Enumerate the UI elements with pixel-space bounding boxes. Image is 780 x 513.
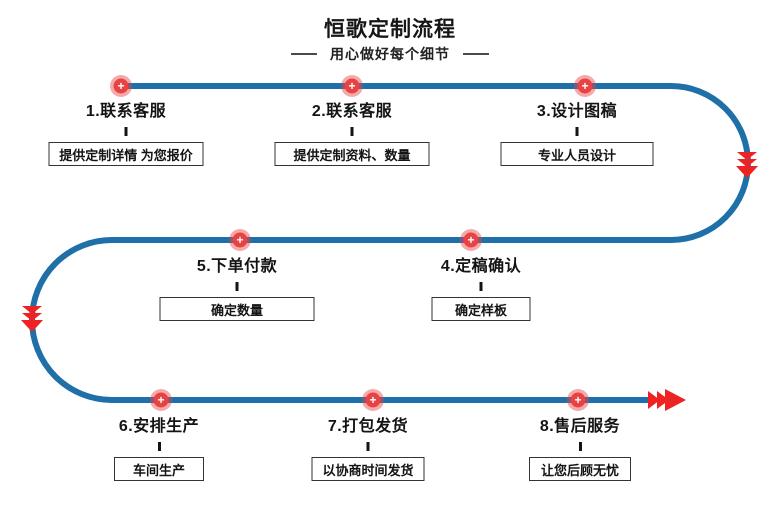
step-7: 7.打包发货 以协商时间发货: [311, 417, 425, 481]
step-3: 3.设计图稿 专业人员设计: [500, 102, 654, 166]
step-1: 1.联系客服 提供定制详情 为您报价: [48, 102, 204, 166]
step-1-label: 1.联系客服: [85, 103, 167, 120]
step-1-connector: [124, 127, 128, 136]
step-7-desc-box: 以协商时间发货: [311, 457, 425, 481]
step-5-label: 5.下单付款: [196, 258, 278, 275]
arrow-right-end-icon: [648, 389, 686, 411]
step-4-desc-box: 确定样板: [431, 297, 531, 321]
subtitle-dash-left: [291, 53, 317, 55]
step-3-desc-box: 专业人员设计: [500, 142, 654, 166]
flow-node-1: +: [110, 75, 132, 97]
step-5-desc-box: 确定数量: [159, 297, 315, 321]
step-8-connector: [578, 442, 582, 451]
plus-icon: +: [157, 393, 164, 407]
flow-node-5: +: [229, 229, 251, 251]
step-8-desc-box: 让您后顾无忧: [529, 457, 631, 481]
step-5: 5.下单付款 确定数量: [159, 257, 315, 321]
step-6-connector: [157, 442, 161, 451]
step-4-label: 4.定稿确认: [440, 258, 522, 275]
chevron-down-right-icon: [736, 152, 758, 178]
plus-icon: +: [467, 233, 474, 247]
plus-icon: +: [117, 79, 124, 93]
page-subtitle: 用心做好每个细节: [0, 44, 780, 64]
flow-node-8: +: [567, 389, 589, 411]
plus-icon: +: [581, 79, 588, 93]
step-8-label: 8.售后服务: [539, 418, 621, 435]
step-2-connector: [350, 127, 354, 136]
step-5-connector: [235, 282, 239, 291]
chevron-down-left-icon: [21, 306, 43, 332]
plus-icon: +: [369, 393, 376, 407]
step-6-desc-box: 车间生产: [114, 457, 204, 481]
step-7-label: 7.打包发货: [327, 418, 409, 435]
plus-icon: +: [574, 393, 581, 407]
step-7-connector: [366, 442, 370, 451]
step-2-label: 2.联系客服: [311, 103, 393, 120]
plus-icon: +: [348, 79, 355, 93]
plus-icon: +: [236, 233, 243, 247]
step-1-desc-box: 提供定制详情 为您报价: [48, 142, 204, 166]
step-4: 4.定稿确认 确定样板: [431, 257, 531, 321]
step-3-label: 3.设计图稿: [536, 103, 618, 120]
flow-path-line: [29, 83, 751, 403]
step-2: 2.联系客服 提供定制资料、数量: [274, 102, 430, 166]
flow-node-7: +: [362, 389, 384, 411]
flow-node-2: +: [341, 75, 363, 97]
flow-node-3: +: [574, 75, 596, 97]
step-6-label: 6.安排生产: [118, 418, 200, 435]
flow-node-6: +: [150, 389, 172, 411]
subtitle-dash-right: [463, 53, 489, 55]
subtitle-text: 用心做好每个细节: [330, 46, 450, 62]
step-2-desc-box: 提供定制资料、数量: [274, 142, 430, 166]
flow-node-4: +: [460, 229, 482, 251]
step-3-connector: [575, 127, 579, 136]
step-8: 8.售后服务 让您后顾无忧: [529, 417, 631, 481]
step-4-connector: [479, 282, 483, 291]
page-title: 恒歌定制流程: [324, 18, 456, 41]
step-6: 6.安排生产 车间生产: [114, 417, 204, 481]
